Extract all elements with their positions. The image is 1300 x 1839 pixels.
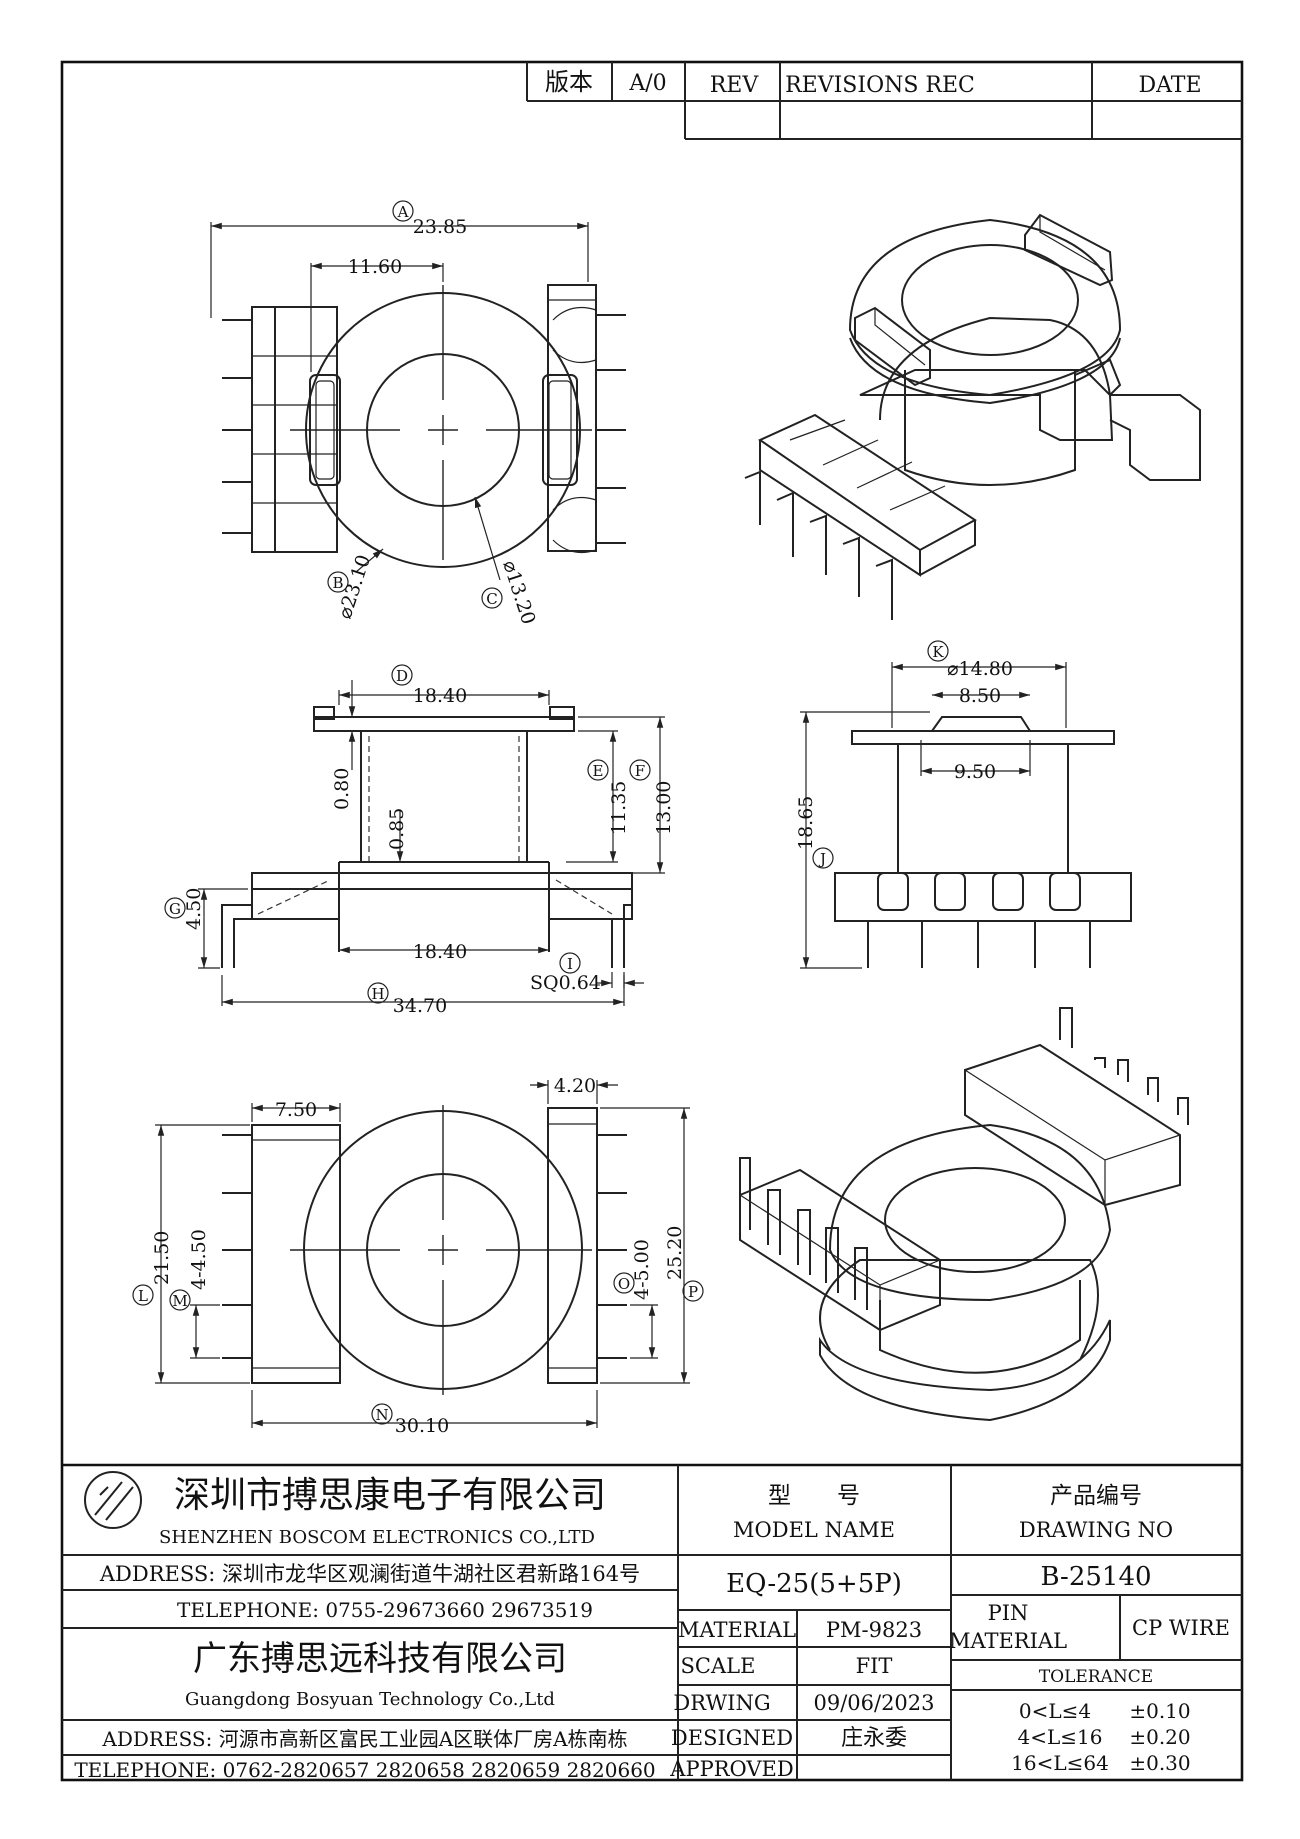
dim-k3-value: 9.50 [954, 761, 996, 783]
dim-G-letter: G [169, 900, 181, 918]
dim-J-value: 18.65 [795, 796, 817, 850]
dim-G-value: 4.50 [183, 888, 205, 930]
tolerance-value-3: ±0.30 [1129, 1751, 1190, 1775]
drawing-cn: 产品编号 [1050, 1483, 1142, 1509]
dim-L-value: 21.50 [151, 1231, 173, 1285]
dim-D-value: 18.40 [413, 685, 467, 707]
company2-en: Guangdong Bosyuan Technology Co.,Ltd [185, 1689, 555, 1710]
dim-wall-value: 0.85 [386, 808, 408, 850]
dim-H-value: 34.70 [393, 995, 447, 1017]
designed-value: 庄永委 [841, 1726, 907, 1751]
top-view [210, 222, 626, 581]
pin-material-value: CP WIRE [1132, 1616, 1230, 1640]
dim-flange-value: 0.80 [331, 768, 353, 810]
dim-B-letter: B [332, 574, 343, 592]
drawing-date-label: DRWING [673, 1691, 770, 1715]
pin-material-label2: MATERIAL [949, 1629, 1067, 1653]
tolerance-range-1: 0<L≤4 [1019, 1699, 1091, 1723]
dim-C-letter: C [486, 590, 497, 608]
dim-K-letter: K [932, 643, 944, 661]
tolerance-range-2: 4<L≤16 [1018, 1725, 1103, 1749]
company1-cn: 深圳市搏思康电子有限公司 [174, 1475, 606, 1516]
dim-p2-value: 4.20 [554, 1075, 596, 1097]
dimension-labels: A 23.85 11.60 B ⌀23.10 C ⌀13.20 D 18.40 … [132, 200, 1013, 1437]
dim-A-letter: A [397, 203, 409, 221]
model-value: EQ-25(5+5P) [726, 1569, 902, 1599]
tolerance-value-1: ±0.10 [1129, 1699, 1190, 1723]
dim-a2-value: 11.60 [348, 256, 402, 278]
designed-label: DESIGNED [671, 1726, 793, 1750]
material-label: MATERIAL [678, 1618, 796, 1642]
dim-O-letter: O [618, 1275, 630, 1293]
dim-E-value: 11.35 [608, 781, 630, 835]
drawing-en: DRAWING NO [1019, 1518, 1173, 1542]
approved-label: APPROVED [669, 1757, 793, 1781]
model-en: MODEL NAME [733, 1518, 895, 1542]
dim-k2-value: 8.50 [959, 685, 1001, 707]
dim-M-value: 4-4.50 [188, 1229, 210, 1290]
dim-A-value: 23.85 [413, 216, 467, 238]
telephone2: TELEPHONE: 0762-2820657 2820658 2820659 … [74, 1758, 655, 1782]
dim-l2-value: 7.50 [275, 1099, 317, 1121]
scale-value: FIT [856, 1654, 893, 1678]
dim-L-letter: L [138, 1287, 148, 1305]
dim-N-letter: N [375, 1406, 388, 1424]
telephone1: TELEPHONE: 0755-29673660 29673519 [177, 1598, 593, 1622]
dim-M-letter: M [172, 1292, 187, 1310]
version-value: A/0 [628, 71, 666, 96]
dim-P-letter: P [688, 1283, 698, 1301]
dim-bottom-width-value: 18.40 [413, 941, 467, 963]
model-cn: 型 号 [768, 1483, 860, 1509]
date-header: DATE [1138, 73, 1201, 98]
tolerance-header: TOLERANCE [1039, 1667, 1153, 1687]
dim-I-value: SQ0.64 [530, 972, 601, 994]
company-logo-icon [84, 1471, 142, 1529]
rev-header: REV [710, 73, 760, 98]
revision-block: 版本 A/0 REV REVISIONS REC DATE [526, 62, 1242, 140]
address2: ADDRESS: 河源市高新区富民工业园A区联体厂房A栋南栋 [101, 1727, 627, 1751]
tolerance-value-2: ±0.20 [1129, 1725, 1190, 1749]
dim-E-letter: E [593, 762, 604, 780]
material-value: PM-9823 [826, 1618, 922, 1642]
dim-K-value: ⌀14.80 [947, 658, 1013, 680]
dim-N-value: 30.10 [395, 1415, 449, 1437]
dim-C-value: ⌀13.20 [498, 558, 539, 627]
dim-J-letter: J [818, 850, 826, 868]
revisions-header: REVISIONS REC [785, 73, 975, 98]
side-view [198, 680, 665, 1006]
isometric-view-top [744, 213, 1201, 620]
address1: ADDRESS: 深圳市龙华区观澜街道牛湖社区君新路164号 [99, 1562, 640, 1586]
scale-label: SCALE [681, 1654, 756, 1678]
company1-en: SHENZHEN BOSCOM ELECTRONICS CO.,LTD [159, 1527, 595, 1548]
front-view [800, 662, 1132, 969]
dim-D-letter: D [396, 667, 408, 685]
dim-F-value: 13.00 [653, 781, 675, 835]
dim-O-value: 4-5.00 [631, 1239, 653, 1300]
tolerance-range-3: 16<L≤64 [1011, 1751, 1109, 1775]
drawing-date-value: 09/06/2023 [813, 1691, 934, 1715]
bottom-view [155, 1080, 690, 1428]
dim-F-letter: F [635, 762, 645, 780]
dim-P-value: 25.20 [664, 1226, 686, 1280]
isometric-view-bottom [739, 1007, 1189, 1422]
dim-H-letter: H [371, 985, 384, 1003]
drawing-value: B-25140 [1040, 1562, 1151, 1592]
dim-I-letter: I [567, 955, 573, 973]
pin-material-label1: PIN [988, 1601, 1029, 1625]
company2-cn: 广东搏思远科技有限公司 [193, 1639, 567, 1679]
drawing-frame [60, 60, 1244, 1782]
title-block: 深圳市搏思康电子有限公司 SHENZHEN BOSCOM ELECTRONICS… [62, 1463, 1242, 1782]
version-label: 版本 [545, 68, 593, 96]
